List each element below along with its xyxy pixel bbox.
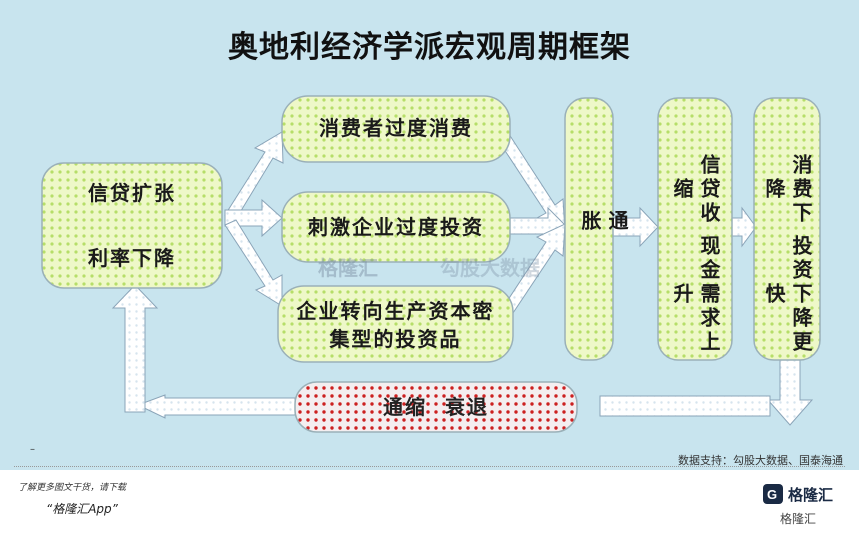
box-capital <box>277 285 514 363</box>
box-credit-expansion <box>41 162 223 289</box>
logo-text: 格隆汇 <box>788 486 833 504</box>
consume-text: 消费者过度消费 <box>319 116 473 140</box>
app-name[interactable]: “格隆汇App” <box>46 502 118 516</box>
separator <box>14 466 845 467</box>
brand-logo-secondary: 格隆汇 <box>780 512 817 526</box>
deflation-text: 通缩 衰退 <box>383 395 489 419</box>
box-inflation <box>564 97 614 361</box>
box-deflation <box>294 381 578 433</box>
small-dash: – <box>30 444 35 455</box>
arrow-decline-to-deflation <box>599 354 814 426</box>
arrow-deflation-to-credit <box>111 284 296 419</box>
brand-logo: G 格隆汇 <box>762 483 847 505</box>
arrow-credit-to-consume <box>224 131 284 220</box>
credit-line1: 信贷扩张 <box>88 181 176 205</box>
logo-icon: G 格隆汇 <box>763 484 833 504</box>
tighten-col2: 现金需求上升 <box>670 235 721 355</box>
box-invest <box>281 191 511 263</box>
watermark-brand2: 勾股大数据 <box>440 256 540 280</box>
capital-line2: 集型的投资品 <box>329 327 462 351</box>
download-prompt: 了解更多图文干货，请下载 <box>18 483 127 493</box>
decline-col2: 投资下降更快 <box>762 235 813 355</box>
box-decline <box>753 97 821 361</box>
arrow-tighten-to-decline <box>729 206 757 248</box>
source-note: 数据支持：勾股大数据、国泰海通 <box>678 454 843 467</box>
box-consume <box>281 95 511 163</box>
watermark-brand: 格隆汇 <box>318 256 378 280</box>
diagram-title: 奥地利经济学派宏观周期框架 <box>228 30 631 65</box>
arrow-inflation-to-tighten <box>611 206 659 248</box>
arrow-credit-to-capital <box>224 219 283 307</box>
decline-col1: 消费下降 <box>762 154 813 226</box>
credit-line2: 利率下降 <box>88 246 176 270</box>
box-tighten <box>657 97 733 361</box>
flow-diagram <box>41 95 821 433</box>
inflation-text: 通胀 <box>578 210 629 256</box>
capital-line1: 企业转向生产资本密 <box>296 299 495 323</box>
tighten-col1: 信贷收缩 <box>670 154 721 226</box>
invest-text: 刺激企业过度投资 <box>308 215 484 239</box>
svg-text:G: G <box>767 487 777 502</box>
